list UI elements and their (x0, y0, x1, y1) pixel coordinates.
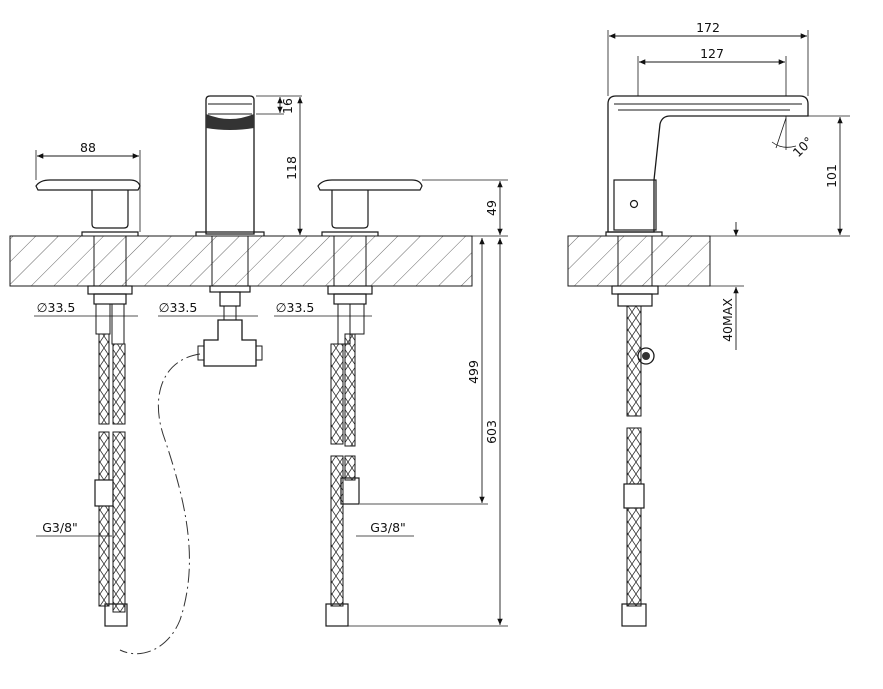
dim-hole-left: ∅33.5 (37, 300, 76, 315)
side-hoses (621, 305, 655, 627)
right-handle (317, 179, 423, 345)
left-hoses (94, 333, 128, 627)
dim-hose-long: 603 (484, 420, 499, 444)
countertop-section-side (567, 235, 711, 287)
dim-hole-center: ∅33.5 (159, 300, 198, 315)
dim-side-height: 101 (824, 164, 839, 188)
dim-hole-right: ∅33.5 (276, 300, 315, 315)
dim-thread-left: G3/8" (42, 520, 78, 535)
front-dimensions: 88 16 118 49 ∅33.5 ∅33.5 ∅33.5 499 603 (34, 95, 508, 627)
dim-handle-width: 88 (80, 140, 96, 155)
front-view: 88 16 118 49 ∅33.5 ∅33.5 ∅33.5 499 603 (9, 95, 508, 655)
dim-spout-reach: 127 (700, 46, 724, 61)
countertop-section-front (9, 235, 473, 287)
dim-spout-angle: 10° (790, 134, 816, 160)
side-spout-body (607, 95, 809, 233)
side-lever-body (613, 179, 657, 231)
dim-hose-short: 499 (466, 360, 481, 384)
dim-handle-height: 49 (484, 200, 499, 216)
side-dimensions: 172 127 10° 101 40MAX (607, 20, 850, 350)
dim-spout-height: 118 (284, 156, 299, 180)
dim-overall-depth: 172 (696, 20, 720, 35)
right-hoses (325, 333, 360, 627)
dim-deck-max: 40MAX (720, 298, 735, 342)
dim-spout-top: 16 (280, 98, 295, 114)
dim-thread-right: G3/8" (370, 520, 406, 535)
center-spout (119, 95, 265, 655)
side-view: 172 127 10° 101 40MAX (567, 20, 850, 627)
